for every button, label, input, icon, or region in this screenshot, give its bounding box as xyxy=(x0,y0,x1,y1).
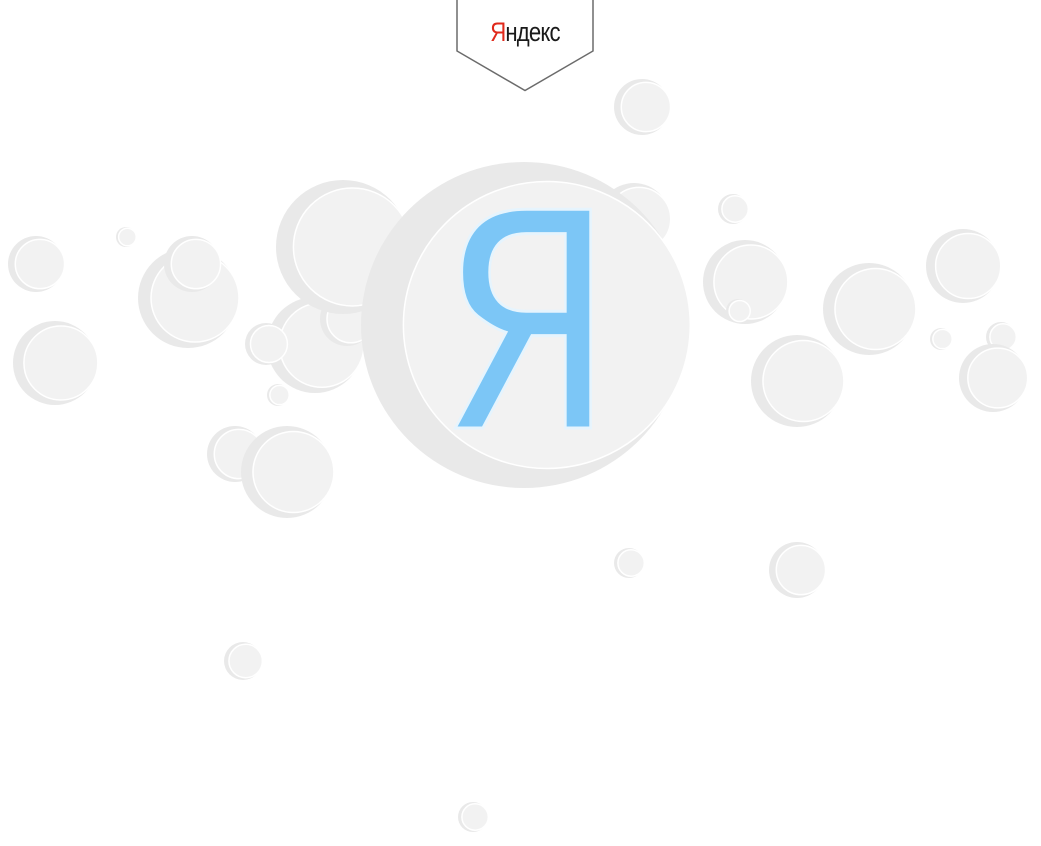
bubble xyxy=(620,81,672,133)
bubble xyxy=(617,549,646,577)
yandex-logo-tab[interactable]: Яндекс xyxy=(456,0,594,92)
bubble xyxy=(252,430,335,514)
bubble xyxy=(932,328,953,350)
bubble xyxy=(775,544,827,596)
hero-letter: Я xyxy=(437,150,617,499)
bubble xyxy=(14,238,66,290)
logo-tab-shape xyxy=(456,0,594,92)
bubble xyxy=(402,180,692,470)
bubble xyxy=(721,195,750,223)
bubble xyxy=(728,299,751,323)
bubble xyxy=(170,238,222,290)
bubble xyxy=(461,803,490,831)
yandex-logo: Яндекс xyxy=(468,14,581,50)
logo-rest: ндекс xyxy=(505,17,560,47)
bubble xyxy=(967,347,1029,409)
bubble xyxy=(23,325,99,401)
bubble xyxy=(934,232,1002,300)
bubble xyxy=(228,643,264,679)
bubble xyxy=(713,244,789,320)
bubble xyxy=(834,267,917,351)
bubble xyxy=(249,324,289,364)
bubble xyxy=(117,227,137,247)
bubble xyxy=(269,384,290,406)
logo-first-letter: Я xyxy=(490,17,506,47)
bubble xyxy=(762,339,845,423)
